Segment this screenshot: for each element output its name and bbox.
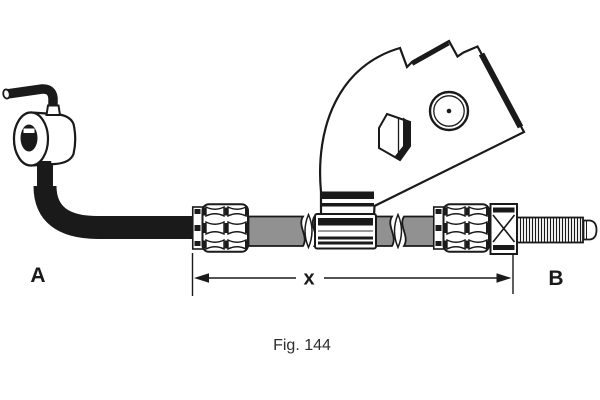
mounting-bracket: [319, 39, 526, 218]
bracket-tab-stripe: [410, 40, 450, 66]
bleed-nub: [45, 104, 62, 116]
dimension: x: [191, 253, 514, 296]
bracket-hole-inner: [433, 95, 465, 127]
bracket-foot-stripe-2: [321, 203, 374, 207]
hose-segment-right: [401, 215, 435, 247]
right-ferrule: [432, 203, 490, 253]
hose-break-right: [393, 212, 403, 250]
bracket-hole-center: [446, 108, 452, 114]
clamp-stripe-top: [318, 218, 373, 226]
label-a: A: [30, 264, 45, 287]
bracket-hole-outer: [428, 90, 470, 132]
figure-caption: Fig. 144: [273, 337, 331, 354]
hose-clamp: [314, 213, 377, 250]
label-b: B: [548, 267, 563, 290]
bracket-edge-stripe: [478, 52, 524, 129]
dimension-label: x: [303, 268, 314, 290]
arrowhead-right: [496, 273, 512, 283]
left-ferrule: [191, 203, 249, 253]
banjo-fitting: [2, 84, 77, 167]
bleed-tube-opening: [2, 88, 11, 100]
threaded-fitting: [489, 203, 598, 255]
clamp-stripe-low1: [318, 236, 373, 240]
arrowhead-left: [194, 273, 209, 283]
hex-block-cross: [492, 214, 516, 243]
bracket-foot-stripe-1: [321, 191, 374, 199]
thread-end-cap: [582, 219, 598, 241]
eye-hole-highlight: [23, 128, 35, 133]
metal-pipe: [33, 161, 194, 239]
bracket-body: [319, 39, 526, 218]
clamp-stripe-mid: [318, 230, 373, 232]
hose-break-left: [304, 212, 313, 250]
clip-slot-shade: [394, 117, 410, 160]
clamp-stripe-low2: [318, 241, 373, 245]
hose-segment-left: [247, 215, 306, 247]
threaded-stud: [516, 216, 584, 244]
pipe-bend-line: [46, 197, 65, 225]
